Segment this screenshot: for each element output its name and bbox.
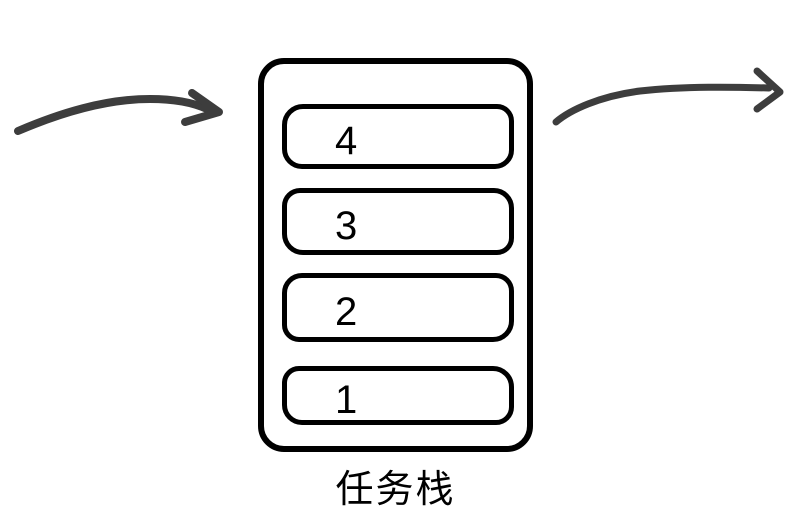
stack-item-top: 4 [282, 104, 514, 169]
stack-item: 2 [282, 273, 514, 342]
stack-item-label: 3 [335, 203, 358, 248]
stack-item-label: 1 [335, 377, 358, 422]
stack-item-bottom: 1 [282, 366, 514, 425]
stack-item: 3 [282, 188, 514, 255]
stack-item-label: 4 [335, 118, 358, 163]
stack-item-label: 2 [335, 289, 358, 334]
incoming-curved-arrow-right-icon [14, 89, 223, 135]
stack-title: 任务栈 [335, 469, 456, 511]
task-stack-container: 4 3 2 1 [258, 58, 533, 452]
outgoing-curved-arrow-right-icon [552, 67, 784, 126]
